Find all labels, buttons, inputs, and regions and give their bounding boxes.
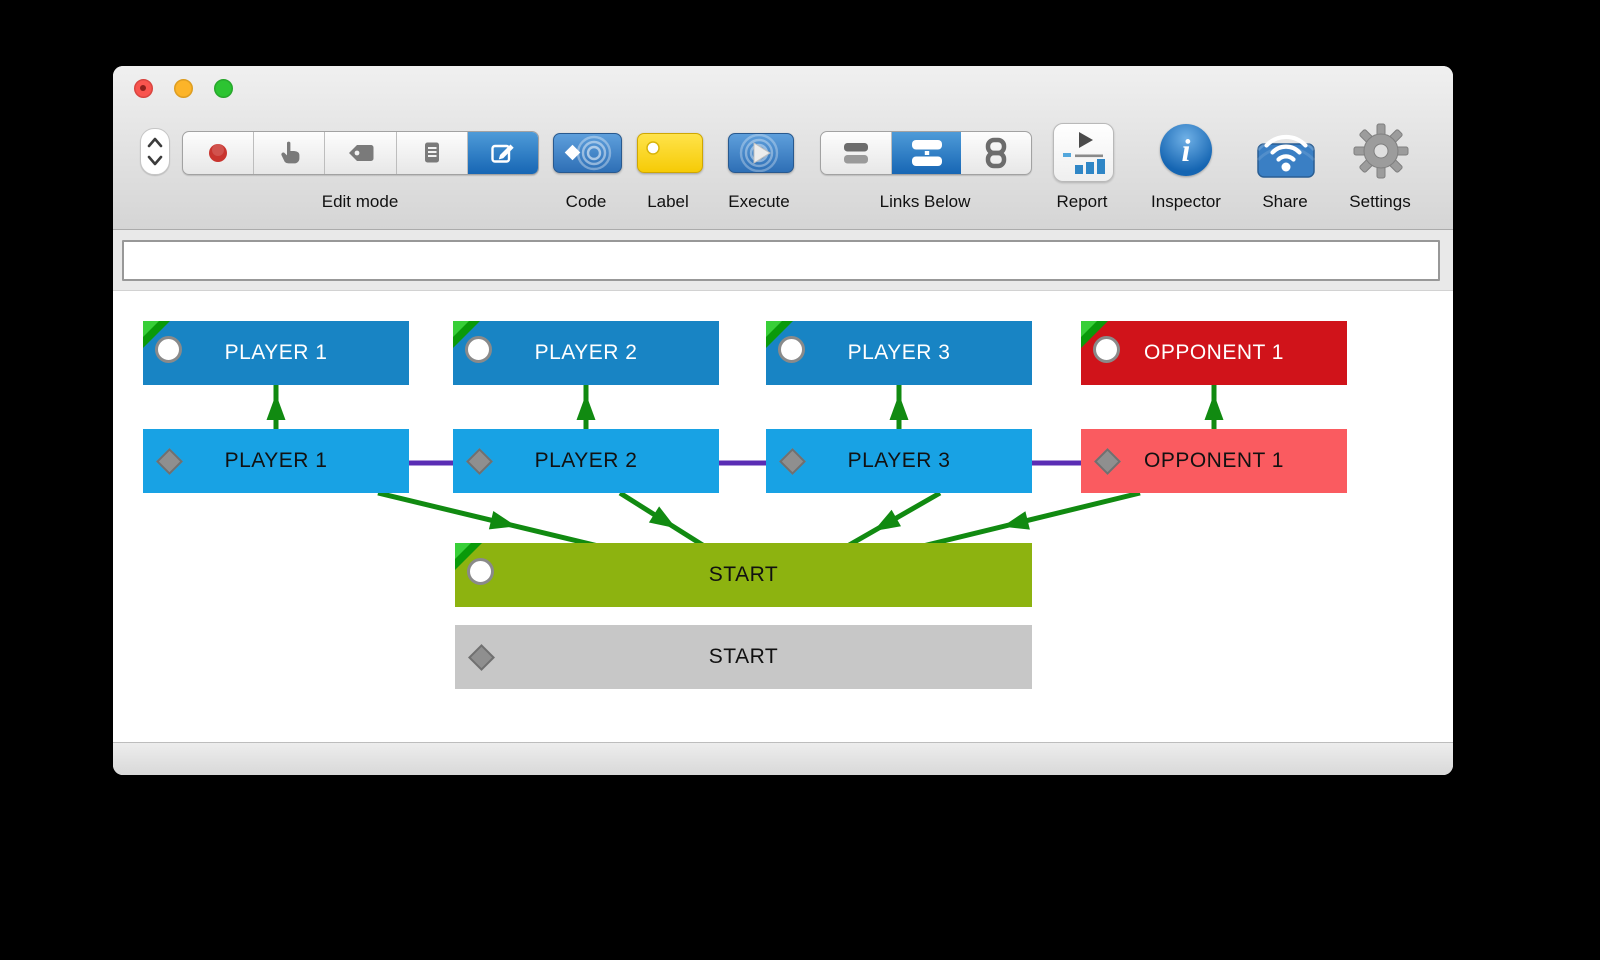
node-player2[interactable]: PLAYER 2 bbox=[453, 429, 719, 493]
code-icon bbox=[564, 135, 612, 171]
links-below-icon bbox=[911, 140, 942, 166]
circle-badge-icon bbox=[778, 336, 805, 363]
gear-icon bbox=[1353, 123, 1409, 179]
node-player3-view[interactable]: PLAYER 3 bbox=[766, 321, 1032, 385]
nodes-layer: PLAYER 1 PLAYER 2 PLAYER 3 OPPONENT 1 PLAYER… bbox=[113, 66, 1453, 775]
node-player3[interactable]: PLAYER 3 bbox=[766, 429, 1032, 493]
inspector-button[interactable]: i bbox=[1160, 124, 1212, 176]
node-label: OPPONENT 1 bbox=[1144, 449, 1284, 472]
diamond-badge-icon bbox=[156, 448, 183, 475]
settings-label: Settings bbox=[1349, 192, 1411, 211]
execute-button[interactable] bbox=[728, 133, 794, 173]
share-wifi-icon bbox=[1256, 134, 1316, 178]
zoom-button[interactable] bbox=[214, 79, 233, 98]
toolbar-stepper[interactable] bbox=[140, 128, 170, 175]
links-stacked-icon bbox=[843, 143, 868, 164]
circle-badge-icon bbox=[467, 558, 494, 585]
edit-mode-label: Edit mode bbox=[321, 192, 399, 211]
links-below-label: Links Below bbox=[879, 192, 971, 211]
code-label: Code bbox=[565, 192, 607, 211]
arrowhead-icon bbox=[1002, 511, 1030, 530]
segment-select[interactable] bbox=[254, 132, 326, 174]
node-label: PLAYER 3 bbox=[847, 341, 951, 364]
status-bar bbox=[113, 742, 1453, 775]
arrowhead-icon bbox=[873, 509, 901, 531]
execute-label: Execute bbox=[728, 192, 790, 211]
node-label: PLAYER 2 bbox=[534, 449, 638, 472]
edit-icon bbox=[491, 144, 514, 163]
links-below-segmented-control bbox=[820, 131, 1032, 175]
close-button[interactable] bbox=[134, 79, 153, 98]
node-start[interactable]: START bbox=[455, 625, 1032, 689]
links-chain-icon bbox=[985, 137, 1007, 169]
play-icon bbox=[739, 134, 779, 172]
report-label: Report bbox=[1056, 192, 1108, 211]
up-down-chevrons-icon bbox=[147, 137, 163, 166]
settings-button[interactable] bbox=[1352, 122, 1410, 180]
corner-fold-icon bbox=[1081, 321, 1108, 348]
segment-links-below[interactable] bbox=[891, 132, 962, 174]
code-button[interactable] bbox=[553, 133, 622, 173]
node-player1[interactable]: PLAYER 1 bbox=[143, 429, 409, 493]
hand-icon bbox=[281, 141, 300, 164]
edit-mode-segmented-control bbox=[182, 131, 539, 175]
share-label: Share bbox=[1262, 192, 1308, 211]
node-opponent1[interactable]: OPPONENT 1 bbox=[1081, 429, 1347, 493]
corner-fold-icon bbox=[455, 543, 482, 570]
segment-record[interactable] bbox=[183, 132, 255, 174]
corner-fold-icon bbox=[143, 321, 170, 348]
label-tag-icon bbox=[646, 141, 660, 155]
node-label: PLAYER 1 bbox=[224, 341, 328, 364]
node-opponent1-view[interactable]: OPPONENT 1 bbox=[1081, 321, 1347, 385]
node-label: PLAYER 2 bbox=[534, 341, 638, 364]
node-player1-view[interactable]: PLAYER 1 bbox=[143, 321, 409, 385]
arrowhead-icon bbox=[648, 506, 676, 529]
circle-badge-icon bbox=[465, 336, 492, 363]
circle-badge-icon bbox=[155, 336, 182, 363]
node-label: PLAYER 3 bbox=[847, 449, 951, 472]
circle-badge-icon bbox=[1093, 336, 1120, 363]
arrowhead-icon bbox=[576, 394, 596, 420]
record-icon bbox=[209, 144, 228, 162]
diamond-badge-icon bbox=[466, 448, 493, 475]
inspector-label: Inspector bbox=[1151, 192, 1221, 211]
corner-fold-icon bbox=[766, 321, 793, 348]
segment-links-stacked[interactable] bbox=[821, 132, 892, 174]
arrowhead-icon bbox=[488, 511, 517, 530]
toolbar: Edit mode Code Label bbox=[113, 66, 1453, 230]
filter-strip bbox=[113, 230, 1453, 291]
node-start-view[interactable]: START bbox=[455, 543, 1032, 607]
node-label: START bbox=[708, 563, 779, 586]
node-label: OPPONENT 1 bbox=[1144, 341, 1284, 364]
app-window: Edit mode Code Label bbox=[113, 66, 1453, 775]
segment-notes[interactable] bbox=[397, 132, 468, 174]
node-label: PLAYER 1 bbox=[224, 449, 328, 472]
node-player2-view[interactable]: PLAYER 2 bbox=[453, 321, 719, 385]
diamond-badge-icon bbox=[468, 644, 495, 671]
segment-edit-mode[interactable] bbox=[467, 132, 538, 174]
links-layer bbox=[266, 385, 1224, 559]
corner-fold-icon bbox=[453, 321, 480, 348]
arrowhead-icon bbox=[266, 394, 286, 420]
segment-links-chain[interactable] bbox=[961, 132, 1031, 174]
label-label: Label bbox=[647, 192, 689, 211]
node-label: START bbox=[708, 645, 779, 668]
share-button[interactable] bbox=[1253, 120, 1319, 180]
diamond-badge-icon bbox=[779, 448, 806, 475]
report-button[interactable] bbox=[1053, 123, 1114, 182]
segment-label[interactable] bbox=[325, 132, 397, 174]
diamond-badge-icon bbox=[1094, 448, 1121, 475]
filter-input[interactable] bbox=[122, 240, 1440, 281]
arrowhead-icon bbox=[1204, 394, 1224, 420]
tag-icon bbox=[348, 145, 373, 161]
arrowhead-icon bbox=[889, 394, 909, 420]
report-icon bbox=[1062, 131, 1105, 174]
document-icon bbox=[424, 142, 439, 163]
label-button[interactable] bbox=[637, 133, 703, 173]
diagram-canvas: PLAYER 1 PLAYER 2 PLAYER 3 OPPONENT 1 PLAYER… bbox=[113, 291, 1453, 742]
info-icon: i bbox=[1181, 132, 1191, 168]
minimize-button[interactable] bbox=[174, 79, 193, 98]
